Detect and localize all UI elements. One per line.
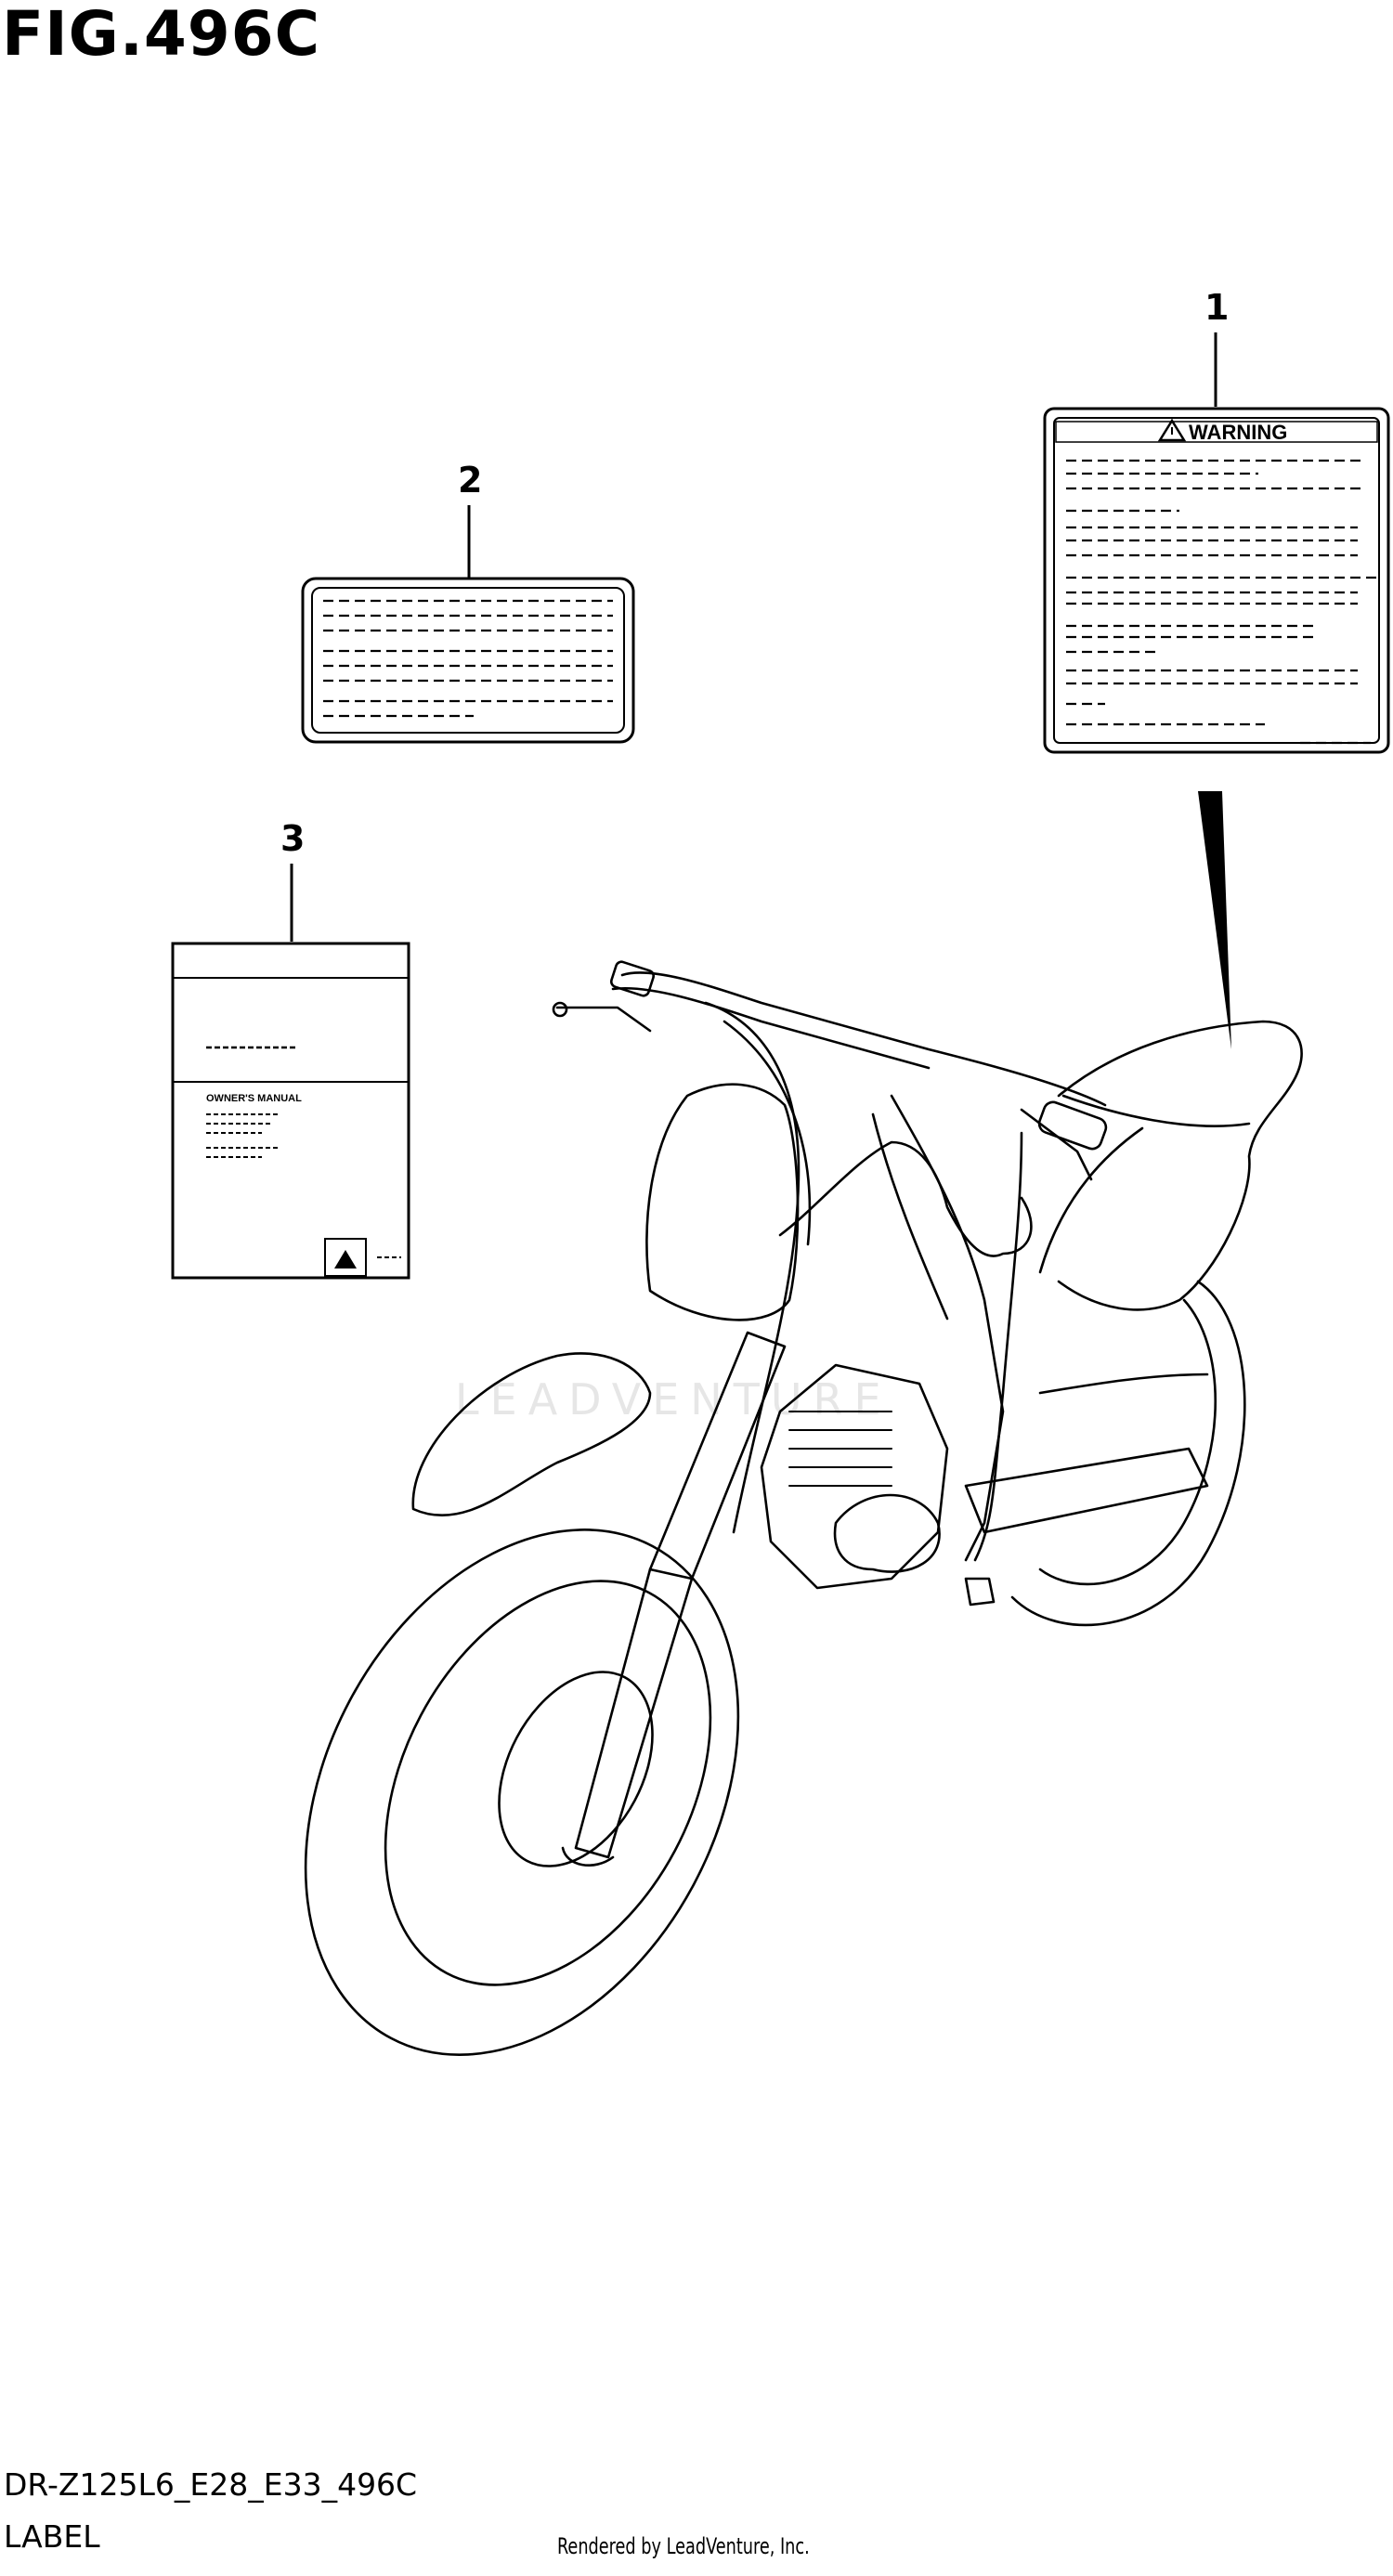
callout-2[interactable]: 2 — [458, 460, 483, 501]
front-fender — [411, 1352, 652, 1517]
manual-text-lines — [206, 1113, 279, 1158]
callout-3[interactable]: 3 — [280, 818, 306, 859]
warning-label-text-lines — [1066, 459, 1376, 745]
left-grip — [609, 960, 656, 997]
fuel-tank — [645, 1083, 800, 1321]
warning-label[interactable]: WARNING — [1043, 407, 1390, 754]
swing-arm — [964, 1447, 1209, 1534]
right-grip — [1037, 1100, 1108, 1151]
owners-manual[interactable]: OWNER'S MANUAL — [171, 942, 410, 1280]
footpeg — [964, 1577, 996, 1607]
rendered-by-credit: Rendered by LeadVenture, Inc. — [557, 2533, 810, 2559]
warning-header: WARNING — [1189, 421, 1287, 444]
motorcycle-drawing — [304, 960, 1303, 2056]
side-panel — [778, 1140, 1033, 1257]
figure-title: FIG.496C — [2, 0, 321, 70]
engine-cover — [833, 1493, 941, 1573]
clutch-lever — [555, 1006, 652, 1033]
seat — [1057, 1020, 1303, 1311]
location-arrow-icon — [1198, 791, 1231, 1049]
model-code: DR-Z125L6_E28_E33_496C — [4, 2466, 418, 2503]
section-name: LABEL — [4, 2518, 100, 2555]
brake-hose — [973, 1131, 1023, 1562]
warning-triangle-icon — [1157, 418, 1187, 442]
watermark-text: LEADVENTURE — [455, 1374, 892, 1425]
throttle-cable — [704, 1001, 801, 1534]
callout-1[interactable]: 1 — [1204, 287, 1230, 328]
label-2[interactable] — [301, 577, 635, 744]
engine — [760, 1363, 949, 1590]
front-hub — [498, 1671, 654, 1867]
handlebar — [620, 971, 1107, 1107]
exhaust — [1038, 1373, 1209, 1395]
label-2-text-lines — [323, 599, 613, 718]
manual-cover-text: OWNER'S MANUAL — [206, 1093, 302, 1104]
frame — [890, 1094, 1005, 1562]
front-wheel — [304, 1529, 740, 2056]
rear-wheel — [1010, 1280, 1246, 1627]
